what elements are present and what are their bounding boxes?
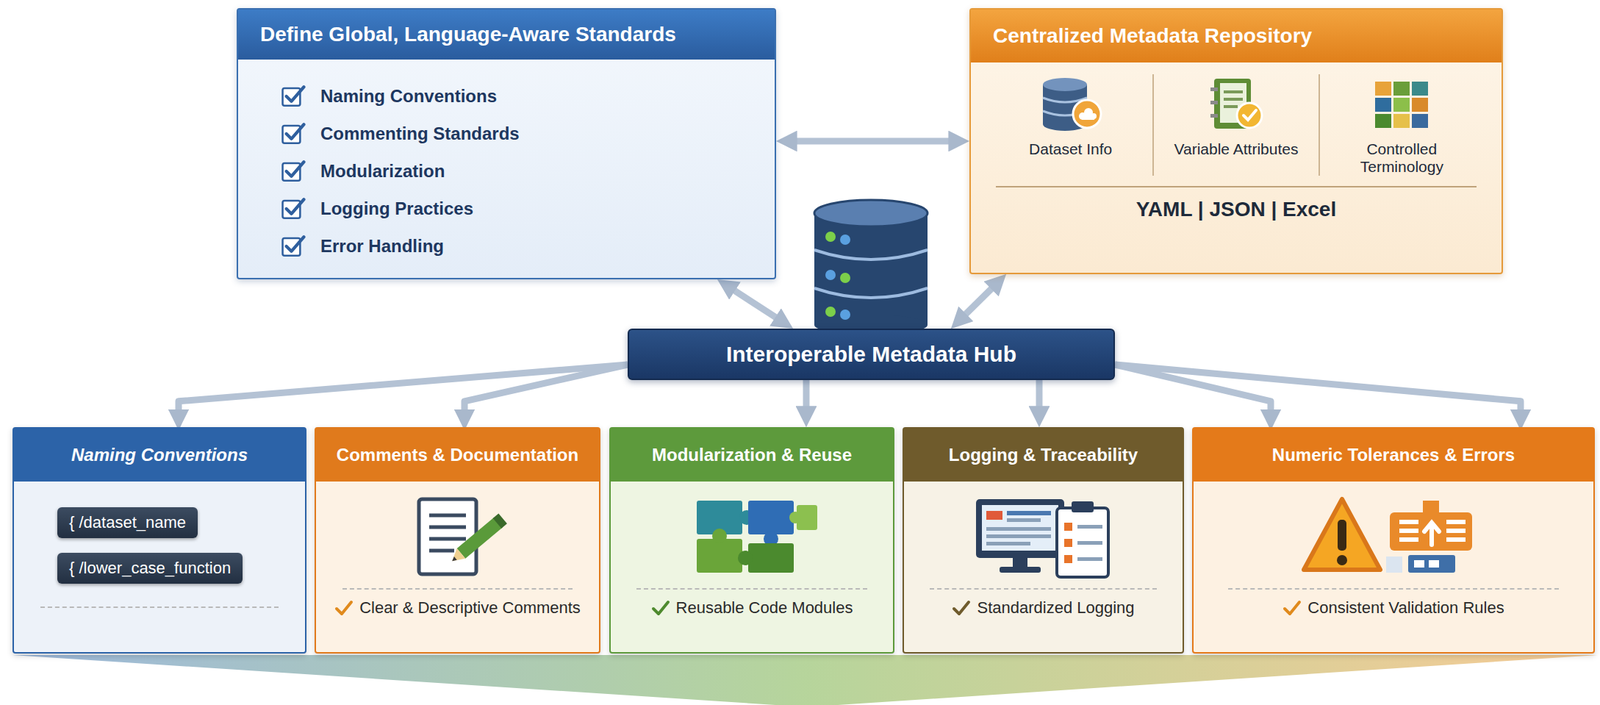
check-row: Logging Practices <box>280 195 760 222</box>
card-header: Modularization & Reuse <box>610 428 893 482</box>
code-chip: { /dataset_name <box>57 507 198 538</box>
card-title: Modularization & Reuse <box>651 444 852 466</box>
card-header: Logging & Traceability <box>903 428 1183 482</box>
icon-column: Variable Attributes <box>1152 74 1318 176</box>
standard-item: Commenting Standards <box>320 123 520 145</box>
document-icon <box>402 490 513 583</box>
checkbox-icon <box>280 121 306 147</box>
repository-item: Controlled Terminology <box>1324 140 1480 176</box>
panel-header: Centralized Metadata Repository <box>970 9 1502 63</box>
flow-arrow <box>961 284 996 319</box>
card-header: Comments & Documentation <box>316 428 599 482</box>
icon-column: Controlled Terminology <box>1318 74 1484 176</box>
standard-item: Logging Practices <box>320 198 474 220</box>
card-body <box>13 481 306 623</box>
format-list: YAML | JSON | Excel <box>970 187 1502 232</box>
card-title: Logging & Traceability <box>948 444 1138 466</box>
flow-arrow <box>1036 379 1043 413</box>
puzzle-icon <box>682 490 822 583</box>
card-text: Clear & Descriptive Comments <box>359 598 581 618</box>
card-title: Numeric Tolerances & Errors <box>1272 444 1515 466</box>
card-body: Consistent Validation Rules <box>1193 481 1594 624</box>
panel-box: Numeric Tolerances & Errors Consistent V… <box>1192 427 1595 654</box>
icon-column: Dataset Info <box>988 74 1153 176</box>
flow-arrow <box>729 287 781 321</box>
check-row: Standardized Logging <box>951 598 1135 618</box>
dashed-rule <box>342 587 574 590</box>
check-row: Modularization <box>280 158 760 185</box>
panel-box: Comments & Documentation Clear & Descrip… <box>314 427 601 654</box>
standard-item: Modularization <box>320 160 445 182</box>
check-mark <box>951 598 971 618</box>
check-mark <box>651 598 671 618</box>
repository-item: Dataset Info <box>1028 140 1112 159</box>
dashed-rule <box>1228 587 1560 590</box>
panel-box: Logging & Traceability Standardized Logg… <box>902 427 1185 654</box>
panel-header: Define Global, Language-Aware Standards <box>238 9 775 60</box>
check-mark <box>1282 598 1302 618</box>
flow-arrow <box>1114 364 1521 416</box>
card-body: Standardized Logging <box>903 481 1183 624</box>
code-chip: { /lower_case_function <box>57 552 243 584</box>
panel-box: Define Global, Language-Aware Standards … <box>236 8 777 280</box>
attributes-icon <box>1200 74 1272 135</box>
check-row: Clear & Descriptive Comments <box>334 598 581 618</box>
flow-arrow <box>178 364 628 416</box>
check-row: Error Handling <box>280 232 760 260</box>
card-text: Consistent Validation Rules <box>1307 598 1504 618</box>
warning-icon <box>1297 490 1490 583</box>
icon-columns: Dataset Info Variable Attributes Control… <box>970 62 1502 184</box>
card-header: Naming Conventions <box>13 428 306 482</box>
check-row: Reusable Code Modules <box>651 598 854 618</box>
card-text: Reusable Code Modules <box>676 598 854 618</box>
card-header: Numeric Tolerances & Errors <box>1193 428 1594 482</box>
panel-box: Centralized Metadata Repository Dataset … <box>969 8 1503 275</box>
flow-arrow <box>790 138 955 145</box>
dataset-icon <box>1035 74 1107 135</box>
card-body: Reusable Code Modules <box>610 481 893 624</box>
panel-title: Define Global, Language-Aware Standards <box>260 22 753 47</box>
checkbox-icon <box>280 233 306 259</box>
standard-item: Naming Conventions <box>320 85 497 107</box>
panel-box: Modularization & Reuse Reusable Code Mod… <box>609 427 895 654</box>
divider-line <box>995 185 1477 188</box>
dashed-rule <box>636 587 867 590</box>
checkbox-icon <box>280 83 306 109</box>
terminology-icon <box>1366 74 1437 135</box>
check-row: Naming Conventions <box>280 83 760 110</box>
card-body: Clear & Descriptive Comments <box>316 481 599 624</box>
hub-title: Interoperable Metadata Hub <box>726 341 1017 367</box>
check-row: Consistent Validation Rules <box>1282 598 1504 618</box>
card-title: Comments & Documentation <box>336 444 579 466</box>
flow-arrow <box>464 364 628 416</box>
panel-body: Naming Conventions Commenting Standards … <box>238 59 775 278</box>
checkbox-icon <box>280 158 306 184</box>
checkbox-icon <box>280 196 306 222</box>
hub-band: Interoperable Metadata Hub <box>627 328 1115 380</box>
database-icon <box>814 199 928 336</box>
convergence-band <box>12 654 1598 705</box>
flow-arrow <box>803 379 810 413</box>
repository-item: Variable Attributes <box>1174 140 1299 159</box>
dashed-rule <box>40 606 278 608</box>
dashed-rule <box>929 587 1157 590</box>
panel-title: Centralized Metadata Repository <box>992 24 1480 48</box>
panel-box: Naming Conventions { /dataset_name { /lowe… <box>12 427 307 654</box>
check-mark <box>334 598 354 618</box>
check-row: Commenting Standards <box>280 120 760 147</box>
card-title: Naming Conventions <box>71 444 248 466</box>
card-text: Standardized Logging <box>976 598 1135 618</box>
code-name: { /lower_case_function <box>69 558 231 578</box>
code-name: { /dataset_name <box>69 512 186 533</box>
monitor-clipboard-icon <box>970 490 1118 583</box>
standard-item: Error Handling <box>320 235 444 257</box>
